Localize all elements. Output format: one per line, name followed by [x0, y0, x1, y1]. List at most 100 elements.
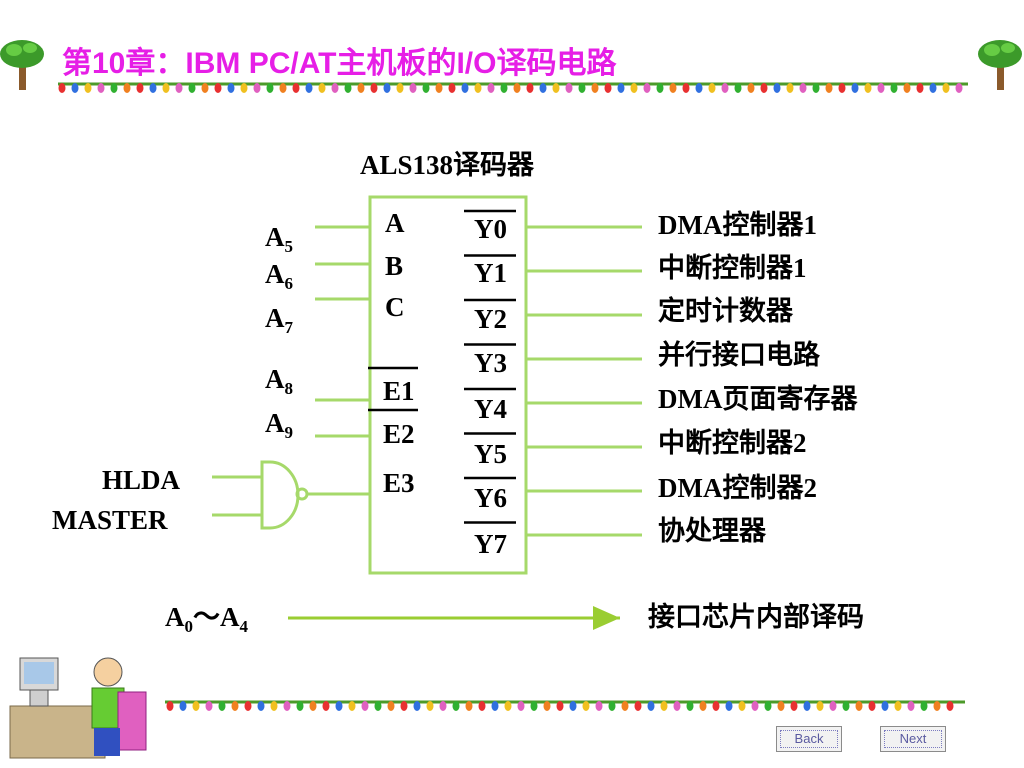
- tree-icon: [0, 40, 44, 90]
- garland-bead: [942, 83, 950, 93]
- device-label-7: 协处理器: [658, 516, 766, 546]
- input-label-a5: A5: [265, 222, 293, 256]
- gate-input-hlda: HLDA: [102, 465, 181, 495]
- output-pin-y4: Y4: [474, 394, 507, 424]
- garland-bead: [318, 83, 326, 93]
- garland-bead: [890, 83, 898, 93]
- garland-bead: [465, 701, 473, 711]
- garland-bead: [123, 83, 131, 93]
- garland-bead: [591, 83, 599, 93]
- garland-bead: [253, 83, 261, 93]
- pin-e3-label: E3: [383, 468, 415, 498]
- garland-bead: [110, 83, 118, 93]
- garland-bead: [201, 83, 209, 93]
- garland-bead: [669, 83, 677, 93]
- pin-a-label: A: [385, 208, 405, 238]
- garland-bead: [448, 83, 456, 93]
- garland-bead: [270, 701, 278, 711]
- device-label-1: 中断控制器1: [658, 253, 807, 283]
- gate-input-master: MASTER: [52, 505, 168, 535]
- garland-bead: [192, 701, 200, 711]
- garland-bead: [331, 83, 339, 93]
- garland-bead: [305, 83, 313, 93]
- garland-bead: [812, 83, 820, 93]
- garland-bead: [569, 701, 577, 711]
- chip-title: ALS138译码器: [360, 150, 535, 180]
- garland-bead: [903, 83, 911, 93]
- input-label-a8: A8: [265, 364, 293, 398]
- garland-bead: [760, 83, 768, 93]
- garland-bead: [764, 701, 772, 711]
- garland-bead: [309, 701, 317, 711]
- garland-bead: [478, 701, 486, 711]
- garland-bead: [266, 83, 274, 93]
- garland-bead: [608, 701, 616, 711]
- garland-bead: [877, 83, 885, 93]
- output-pin-y7: Y7: [474, 529, 507, 559]
- nand-gate: [212, 460, 370, 530]
- garland-bead: [517, 701, 525, 711]
- garland-bead: [946, 701, 954, 711]
- garland-bead: [504, 701, 512, 711]
- garland-bead: [374, 701, 382, 711]
- garland-bead: [361, 701, 369, 711]
- pin-e2-label: E2: [383, 419, 415, 449]
- garland-bead: [205, 701, 213, 711]
- garland-bead: [530, 701, 538, 711]
- garland-bead: [673, 701, 681, 711]
- garland-bead: [218, 701, 226, 711]
- garland-bead: [370, 83, 378, 93]
- garland-bead: [322, 701, 330, 711]
- garland-bead: [84, 83, 92, 93]
- garland-bead: [231, 701, 239, 711]
- garland-bead: [578, 83, 586, 93]
- garland-bead: [699, 701, 707, 711]
- garland-bead: [435, 83, 443, 93]
- garland-bead: [842, 701, 850, 711]
- low-address-label: A0～A4: [165, 602, 248, 636]
- output-pin-y6: Y6: [474, 483, 507, 513]
- garland-bead: [491, 701, 499, 711]
- garland-bead: [708, 83, 716, 93]
- garland-bead: [751, 701, 759, 711]
- garland-bead: [955, 83, 963, 93]
- output-pin-y0: Y0: [474, 214, 507, 244]
- garland-bead: [916, 83, 924, 93]
- output-overbars: [464, 209, 516, 524]
- garland-bead: [790, 701, 798, 711]
- garland-bead: [400, 701, 408, 711]
- pin-e1-label: E1: [383, 376, 415, 406]
- device-label-0: DMA控制器1: [658, 210, 817, 240]
- back-button-label: Back: [780, 730, 838, 748]
- device-label-6: DMA控制器2: [658, 473, 817, 503]
- garland-bead: [786, 83, 794, 93]
- garland-bead: [747, 83, 755, 93]
- garland-bead: [279, 83, 287, 93]
- top-garland: [58, 82, 968, 93]
- garland-bead: [777, 701, 785, 711]
- garland-bead: [864, 83, 872, 93]
- bottom-garland: [165, 700, 965, 711]
- garland-bead: [214, 83, 222, 93]
- garland-bead: [686, 701, 694, 711]
- next-button[interactable]: Next: [880, 726, 946, 752]
- output-pin-y5: Y5: [474, 439, 507, 469]
- garland-bead: [543, 701, 551, 711]
- garland-bead: [894, 701, 902, 711]
- garland-bead: [387, 701, 395, 711]
- garland-bead: [179, 701, 187, 711]
- garland-bead: [660, 701, 668, 711]
- garland-bead: [162, 83, 170, 93]
- garland-bead: [58, 83, 66, 93]
- garland-bead: [335, 701, 343, 711]
- garland-bead: [296, 701, 304, 711]
- output-pin-y1: Y1: [474, 258, 507, 288]
- back-button[interactable]: Back: [776, 726, 842, 752]
- garland-bead: [439, 701, 447, 711]
- garland-bead: [136, 83, 144, 93]
- garland-bead: [357, 83, 365, 93]
- garland-bead: [240, 83, 248, 93]
- garland-bead: [881, 701, 889, 711]
